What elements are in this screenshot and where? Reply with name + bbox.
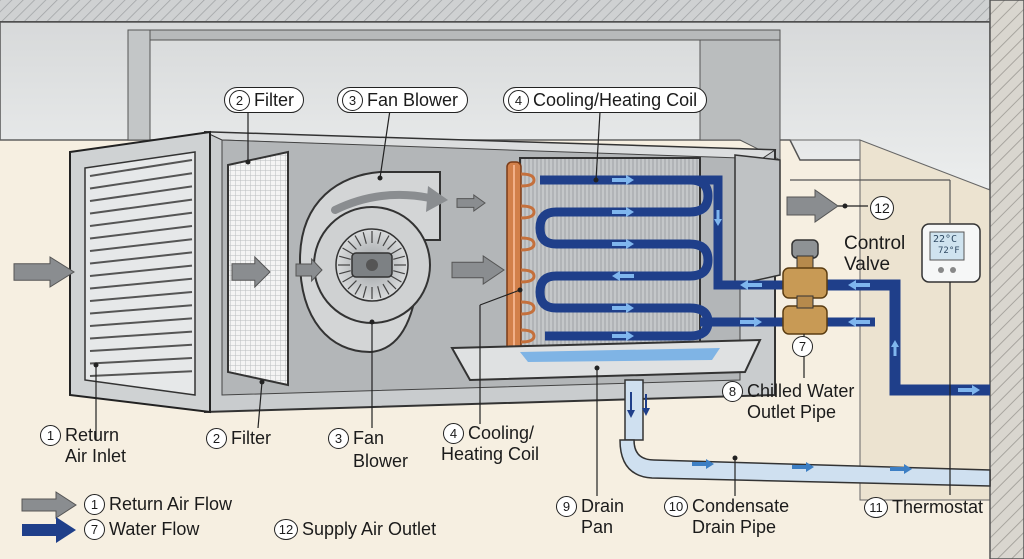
condensate-flow-arrow	[890, 464, 912, 474]
copper-bend	[520, 172, 536, 188]
air-flow-arrow	[451, 255, 505, 285]
copper-bend	[520, 204, 536, 220]
wall-section	[989, 0, 1024, 559]
grille-louver	[89, 159, 193, 177]
fan-blade	[393, 255, 405, 260]
fan-blade	[339, 255, 351, 260]
grille-louver	[89, 172, 193, 190]
copper-bend	[520, 300, 536, 316]
cooling-heating-coil	[519, 157, 701, 361]
air-flow-arrow	[13, 256, 75, 288]
thermostat-fahrenheit: 72°F	[938, 246, 960, 256]
pipe-flow-arrow	[848, 317, 870, 327]
grille-louver	[89, 357, 193, 365]
copper-bend	[520, 236, 536, 252]
condensate-flow-arrow	[692, 459, 714, 469]
legend-air-arrow	[21, 491, 77, 519]
fan-blade	[347, 280, 357, 290]
label-supply-outlet-num: 12	[870, 196, 898, 220]
supply-outlet-duct	[734, 154, 781, 286]
fan-blade	[354, 235, 362, 247]
copper-bend	[520, 328, 536, 344]
grille-louver	[89, 238, 193, 252]
pipe-flow-arrow	[891, 340, 899, 356]
air-flow-arrow	[295, 257, 323, 283]
ceiling-slab	[0, 0, 1024, 22]
grille-louver	[89, 304, 193, 315]
thermostat-celsius: 22°C	[933, 234, 958, 245]
grille-louver	[89, 185, 193, 202]
fan-blade	[339, 270, 351, 275]
grille-louver	[89, 343, 193, 352]
coil-flow-arrow	[612, 271, 634, 281]
thermostat-device	[790, 179, 981, 283]
fan-blade	[362, 286, 367, 298]
fan-blade	[390, 247, 402, 255]
copper-header	[506, 161, 536, 358]
pipe-flow-arrow	[740, 280, 762, 290]
control-valve	[782, 239, 828, 335]
grille-louver	[89, 251, 193, 265]
fan-blade	[390, 275, 402, 283]
fan-blade	[354, 283, 362, 295]
fan-blade	[342, 247, 354, 255]
fan-blade	[382, 235, 390, 247]
condensate-drain-pipe	[619, 379, 991, 487]
copper-bend	[520, 268, 536, 284]
fan-blade	[382, 283, 390, 295]
legend-water-arrow	[22, 517, 76, 543]
grille-louver	[89, 330, 193, 340]
coil-flow-arrow	[612, 175, 634, 185]
pipe-flow-arrow	[848, 280, 870, 290]
grille-louver	[89, 211, 193, 227]
coil-flow-arrow	[612, 207, 634, 217]
fan-blade	[387, 280, 397, 290]
grille-louver	[89, 264, 193, 277]
fan-blade	[347, 240, 357, 250]
pipe-flow-arrow	[958, 385, 980, 395]
coil-flow-arrow	[612, 303, 634, 313]
condensate-flow-arrow	[792, 462, 814, 472]
coil-flow-arrow	[714, 210, 722, 226]
grille-louver	[89, 317, 193, 327]
label-valve-num: 7	[792, 336, 817, 357]
grille-louver	[89, 198, 193, 215]
grille-louver	[89, 291, 193, 302]
fan-blade	[387, 240, 397, 250]
fan-blade	[393, 270, 405, 275]
coil-flow-arrow	[612, 239, 634, 249]
water-coil-tubes	[535, 175, 713, 341]
fan-blade	[362, 232, 367, 244]
air-flow-arrow	[231, 255, 271, 289]
fan-blade	[377, 286, 382, 298]
fan-blade	[342, 275, 354, 283]
grille-louver	[89, 370, 193, 377]
fan-blade	[377, 232, 382, 244]
grille-louver	[89, 225, 193, 240]
coil-flow-arrow	[612, 331, 634, 341]
air-flow-arrow	[456, 194, 486, 212]
grille-louver	[89, 277, 193, 290]
pipe-flow-arrow	[740, 317, 762, 327]
